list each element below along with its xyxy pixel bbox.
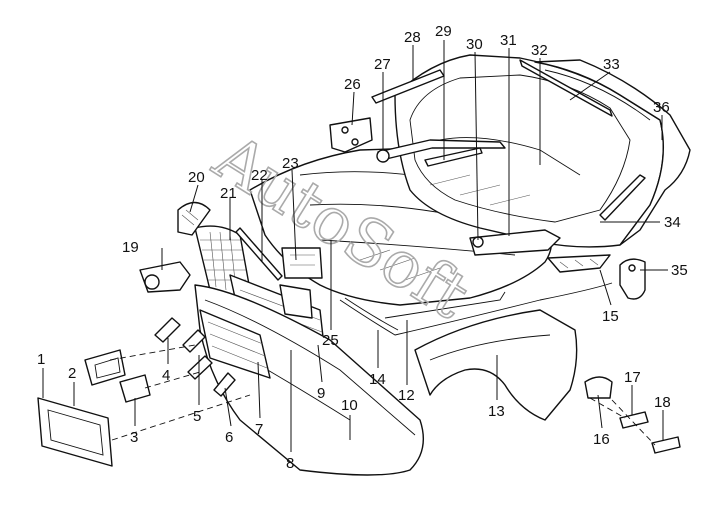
hood-latch	[281, 247, 323, 279]
latch-bracket	[279, 284, 313, 319]
part-label-32: 32	[531, 42, 548, 59]
bumper-insert	[199, 309, 271, 379]
hood-hinge	[329, 117, 373, 153]
part-label-25: 25	[322, 332, 339, 349]
cowl-panel	[469, 229, 561, 256]
part-number-labels: 1 2 3 4 5 6 7 8 9 10 14 12 13 15 16 17 1…	[37, 23, 688, 472]
bumper-lamp	[119, 374, 151, 403]
part-label-2: 2	[68, 365, 76, 382]
assembly-lines	[109, 344, 656, 446]
grille-bar	[235, 227, 283, 281]
part-label-30: 30	[466, 36, 483, 53]
part-label-17: 17	[624, 369, 641, 386]
part-label-23: 23	[282, 155, 299, 172]
part-label-22: 22	[251, 167, 268, 184]
part-label-7: 7	[255, 421, 263, 438]
hood-lock	[619, 258, 646, 300]
leader-lines	[42, 40, 668, 452]
horn	[139, 261, 191, 293]
side-markers	[584, 376, 681, 454]
air-deflector	[177, 201, 211, 236]
roof-panel	[534, 59, 691, 246]
hood-prop-rod	[384, 291, 506, 319]
part-label-18: 18	[654, 394, 671, 411]
small-lamps	[154, 317, 236, 397]
part-label-33: 33	[603, 56, 620, 73]
part-label-9: 9	[317, 385, 325, 402]
part-label-36: 36	[653, 99, 670, 116]
part-label-31: 31	[500, 32, 517, 49]
part-label-8: 8	[286, 455, 294, 472]
part-label-27: 27	[374, 56, 391, 73]
part-label-3: 3	[130, 429, 138, 446]
part-label-4: 4	[162, 367, 170, 384]
side-bracket	[547, 254, 611, 273]
fog-lamp	[84, 349, 126, 386]
part-label-10: 10	[341, 397, 358, 414]
part-label-20: 20	[188, 169, 205, 186]
part-label-6: 6	[225, 429, 233, 446]
front-fender	[414, 309, 578, 421]
part-label-13: 13	[488, 403, 505, 420]
part-label-5: 5	[193, 408, 201, 425]
part-label-35: 35	[671, 262, 688, 279]
part-label-26: 26	[344, 76, 361, 93]
release-cable	[339, 282, 613, 336]
part-label-12: 12	[398, 387, 415, 404]
part-label-28: 28	[404, 29, 421, 46]
part-label-29: 29	[435, 23, 452, 40]
part-label-1: 1	[37, 351, 45, 368]
part-label-19: 19	[122, 239, 139, 256]
part-label-15: 15	[602, 308, 619, 325]
part-label-21: 21	[220, 185, 237, 202]
part-label-14: 14	[369, 371, 386, 388]
part-label-16: 16	[593, 431, 610, 448]
part-label-34: 34	[664, 214, 681, 231]
license-plate	[37, 397, 113, 467]
